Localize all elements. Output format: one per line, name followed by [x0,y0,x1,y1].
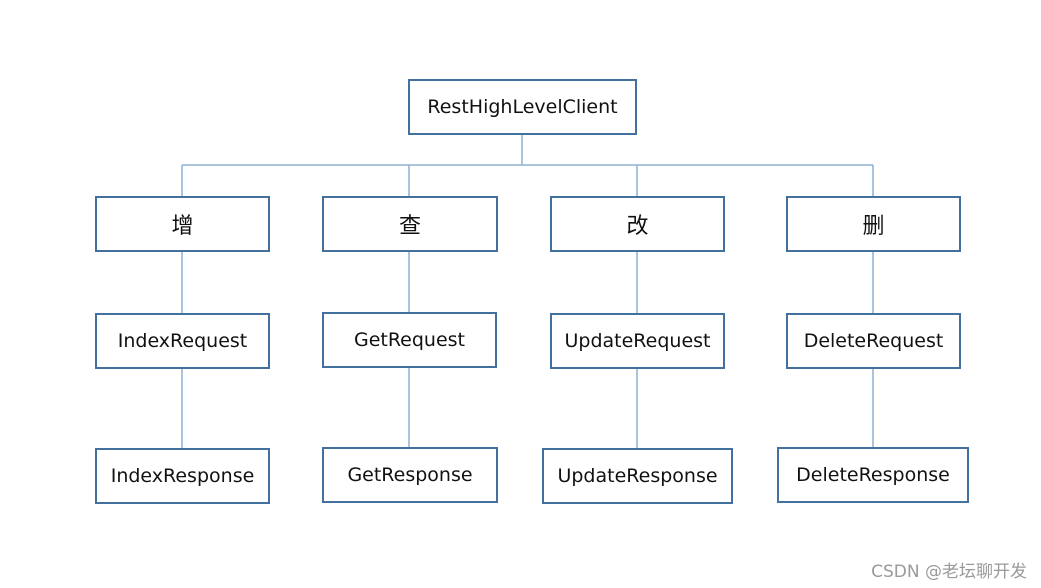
request-node-delete: DeleteRequest [786,313,961,369]
response-node-get: GetResponse [322,447,498,503]
request-node-index: IndexRequest [95,313,270,369]
response-node-index: IndexResponse [95,448,270,504]
operation-node-add: 增 [95,196,270,252]
response-node-update: UpdateResponse [542,448,733,504]
watermark-text: CSDN @老坛聊开发 [871,562,1027,582]
operation-node-query: 查 [322,196,498,252]
operation-node-delete: 删 [786,196,961,252]
operation-node-update: 改 [550,196,725,252]
request-node-get: GetRequest [322,312,497,368]
root-node: RestHighLevelClient [408,79,637,135]
request-node-update: UpdateRequest [550,313,725,369]
response-node-delete: DeleteResponse [777,447,969,503]
